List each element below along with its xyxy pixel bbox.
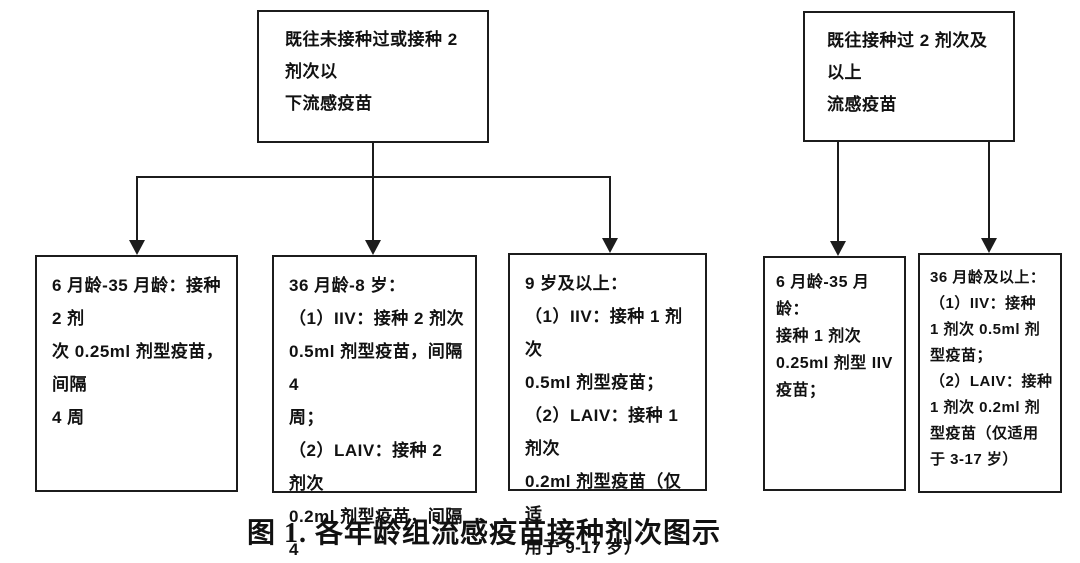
dose-box-36-months-8-years: 36 月龄-8 岁： （1）IIV：接种 2 剂次 0.5ml 剂型疫苗，间隔 …: [272, 255, 477, 559]
decision-box-text: 既往未接种过或接种 2 剂次以 下流感疫苗: [285, 30, 458, 113]
dose-box-text: 6 月龄-35 月龄： 接种 1 剂次 0.25ml 剂型 IIV 疫苗；: [776, 274, 893, 399]
figure-caption: 图 1. 各年龄组流感疫苗接种剂次图示: [246, 518, 721, 549]
dose-box-36-months-up-prior: 36 月龄及以上： （1）IIV：接种 1 剂次 0.5ml 剂 型疫苗； （2…: [918, 253, 1062, 493]
dose-box-text: 6 月龄-35 月龄：接种 2 剂 次 0.25ml 剂型疫苗，间隔 4 周: [52, 276, 224, 427]
dose-box-6-35-months-prior: 6 月龄-35 月龄： 接种 1 剂次 0.25ml 剂型 IIV 疫苗；: [763, 256, 906, 491]
dose-box-text: 9 岁及以上： （1）IIV：接种 1 剂次 0.5ml 剂型疫苗； （2）LA…: [525, 274, 683, 557]
arrowhead: [981, 238, 997, 253]
arrowhead: [129, 240, 145, 255]
dose-box-text: 36 月龄-8 岁： （1）IIV：接种 2 剂次 0.5ml 剂型疫苗，间隔 …: [289, 276, 465, 559]
decision-box-prior-vaccination: 既往接种过 2 剂次及以上 流感疫苗: [803, 11, 1015, 142]
arrowhead: [830, 241, 846, 256]
dose-box-9-years-up: 9 岁及以上： （1）IIV：接种 1 剂次 0.5ml 剂型疫苗； （2）LA…: [508, 253, 707, 557]
arrowhead: [602, 238, 618, 253]
dose-box-6-35-months: 6 月龄-35 月龄：接种 2 剂 次 0.25ml 剂型疫苗，间隔 4 周: [35, 255, 238, 492]
decision-box-no-prior-vaccination: 既往未接种过或接种 2 剂次以 下流感疫苗: [257, 10, 489, 143]
decision-box-text: 既往接种过 2 剂次及以上 流感疫苗: [827, 31, 988, 114]
dose-box-text: 36 月龄及以上： （1）IIV：接种 1 剂次 0.5ml 剂 型疫苗； （2…: [930, 269, 1053, 468]
arrowhead: [365, 240, 381, 255]
